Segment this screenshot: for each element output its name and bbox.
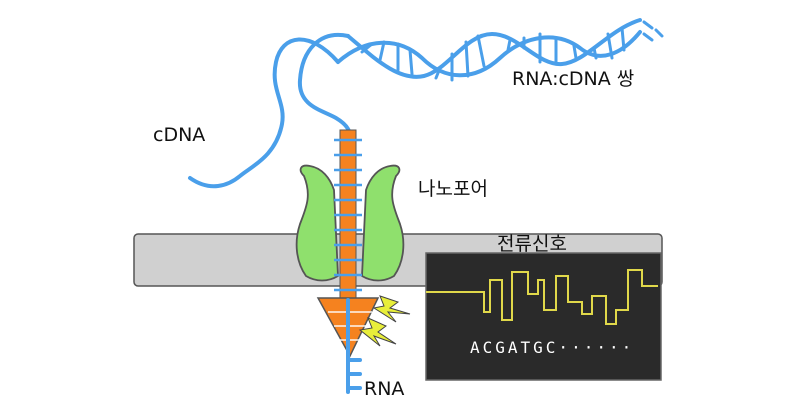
nanopore-left-half: [295, 164, 339, 282]
rna-through-pore: [316, 129, 380, 394]
dna-double-helix: [188, 18, 664, 189]
helix-strand-b: [346, 18, 642, 79]
nanopore: [295, 164, 405, 282]
helix-base-pairs: [360, 26, 626, 82]
cdna-label: cDNA: [153, 124, 206, 146]
rna-label: RNA: [364, 378, 405, 400]
nanopore-label: 나노포어: [418, 178, 488, 200]
rna-base-rungs: [334, 138, 362, 292]
lightning-icon: [358, 295, 411, 347]
sequence-readout: ACGATGC······: [470, 338, 635, 357]
helix-end-dashes: [642, 20, 664, 42]
nanopore-right-half: [361, 164, 405, 282]
helix-strand-a: [336, 30, 642, 78]
cdna-free-strand: [188, 37, 340, 189]
rna-cdna-pair-label: RNA:cDNA 쌍: [512, 68, 635, 90]
rna-exit-strand: [346, 298, 362, 394]
rna-leading-strand: [297, 32, 352, 138]
signal-trace: [426, 269, 658, 325]
signal-panel-background: [425, 252, 662, 381]
current-signal-panel: [425, 252, 662, 381]
rna-strand-channel: [339, 129, 357, 307]
current-signal-label: 전류신호: [497, 233, 567, 255]
